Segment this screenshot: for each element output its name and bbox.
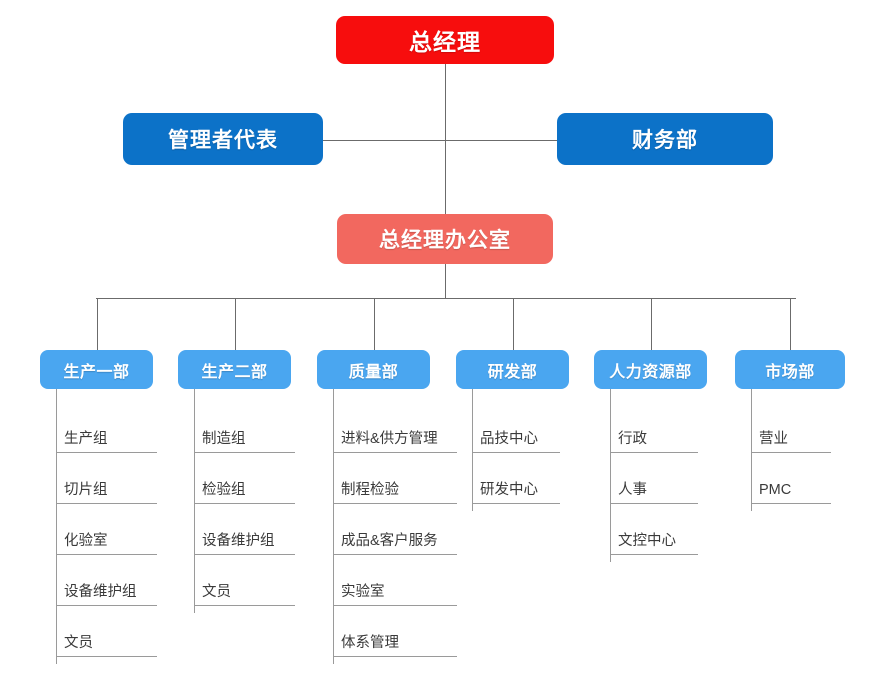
connector-gm-to-office	[445, 64, 446, 214]
sub-item[interactable]: 人事	[618, 482, 647, 499]
sub-item-rule	[194, 605, 295, 606]
connector-spine-6	[751, 389, 752, 511]
node-general-manager[interactable]: 总经理	[336, 16, 554, 64]
sub-item[interactable]: 文员	[64, 635, 93, 652]
sub-item[interactable]: 设备维护组	[64, 584, 137, 601]
sub-item-rule	[56, 656, 157, 657]
sub-item-rule	[194, 503, 295, 504]
sub-item-rule	[194, 554, 295, 555]
sub-item-rule	[56, 452, 157, 453]
connector-bus-to-5	[650, 298, 652, 350]
node-department-label: 市场部	[765, 363, 815, 381]
connector-spine-1	[56, 389, 57, 664]
sub-item-rule	[751, 503, 831, 504]
node-department-4[interactable]: 研发部	[456, 350, 569, 389]
node-department-label: 生产二部	[201, 363, 268, 381]
sub-item[interactable]: 制造组	[202, 431, 246, 448]
sub-item[interactable]: 品技中心	[480, 431, 538, 448]
sub-item[interactable]: PMC	[759, 482, 792, 499]
sub-item-rule	[333, 503, 457, 504]
node-department-label: 质量部	[348, 363, 399, 381]
sub-item[interactable]: 检验组	[202, 482, 246, 499]
node-department-2[interactable]: 生产二部	[178, 350, 291, 389]
sub-item-rule	[333, 452, 457, 453]
sub-item-rule	[194, 452, 295, 453]
node-finance-department-label: 财务部	[632, 129, 698, 152]
node-management-representative[interactable]: 管理者代表	[123, 113, 323, 165]
sub-item[interactable]: 营业	[759, 431, 788, 448]
connector-bus-to-2	[234, 298, 236, 350]
sub-item[interactable]: 切片组	[64, 482, 108, 499]
sub-item-rule	[56, 554, 157, 555]
sub-item-rule	[56, 605, 157, 606]
sub-item[interactable]: 文控中心	[618, 533, 676, 550]
sub-item[interactable]: 实验室	[341, 584, 385, 601]
sub-item[interactable]: 文员	[202, 584, 231, 601]
node-department-label: 研发部	[487, 363, 538, 381]
sub-item[interactable]: 体系管理	[341, 635, 399, 652]
sub-item-rule	[610, 503, 698, 504]
connector-spine-2	[194, 389, 195, 613]
connector-spine-3	[333, 389, 334, 664]
connector-staff-crossbar	[323, 140, 557, 141]
sub-item[interactable]: 设备维护组	[202, 533, 275, 550]
sub-item[interactable]: 进料&供方管理	[341, 431, 438, 448]
sub-item[interactable]: 化验室	[64, 533, 108, 550]
node-general-manager-label: 总经理	[409, 29, 481, 55]
sub-item[interactable]: 制程检验	[341, 482, 399, 499]
node-department-1[interactable]: 生产一部	[40, 350, 153, 389]
node-department-6[interactable]: 市场部	[735, 350, 845, 389]
connector-bus-to-3	[373, 298, 375, 350]
connector-department-bus	[96, 298, 796, 299]
node-department-3[interactable]: 质量部	[317, 350, 430, 389]
node-department-5[interactable]: 人力资源部	[594, 350, 707, 389]
node-gm-office-label: 总经理办公室	[379, 229, 511, 252]
connector-bus-to-6	[790, 298, 791, 350]
node-gm-office[interactable]: 总经理办公室	[337, 214, 553, 264]
node-department-label: 生产一部	[63, 363, 130, 381]
sub-item-rule	[751, 452, 831, 453]
sub-item[interactable]: 研发中心	[480, 482, 538, 499]
connector-bus-to-1	[96, 298, 98, 350]
node-management-representative-label: 管理者代表	[168, 129, 278, 152]
sub-item[interactable]: 生产组	[64, 431, 108, 448]
connector-bus-to-4	[512, 298, 514, 350]
sub-item-rule	[333, 605, 457, 606]
node-department-label: 人力资源部	[609, 363, 692, 381]
connector-office-drop	[445, 263, 446, 298]
sub-item[interactable]: 行政	[618, 431, 647, 448]
connector-spine-5	[610, 389, 611, 562]
sub-item[interactable]: 成品&客户服务	[341, 533, 438, 550]
connector-spine-4	[472, 389, 473, 511]
sub-item-rule	[610, 452, 698, 453]
node-finance-department[interactable]: 财务部	[557, 113, 773, 165]
sub-item-rule	[472, 452, 560, 453]
sub-item-rule	[472, 503, 560, 504]
sub-item-rule	[333, 656, 457, 657]
sub-item-rule	[610, 554, 698, 555]
sub-item-rule	[333, 554, 457, 555]
sub-item-rule	[56, 503, 157, 504]
